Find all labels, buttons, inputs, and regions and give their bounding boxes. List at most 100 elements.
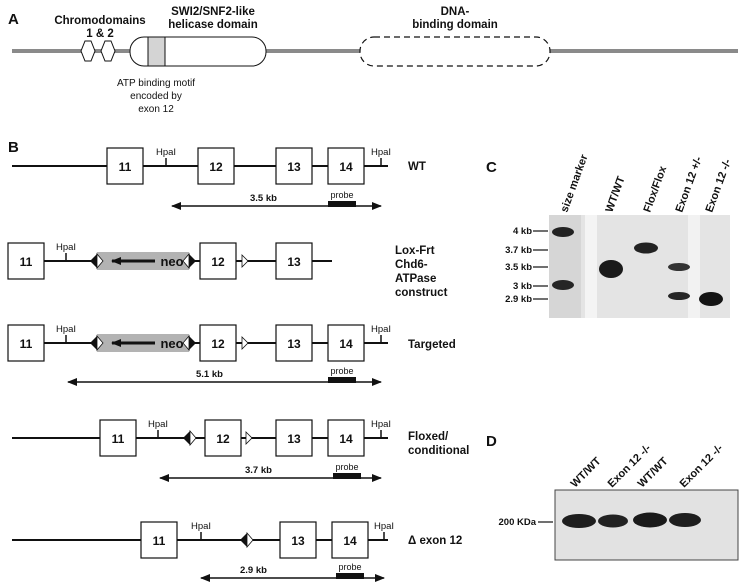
- exon-label: 11: [119, 160, 132, 174]
- hpai-site-label: HpaI: [56, 324, 76, 335]
- loxp-site: [90, 254, 97, 268]
- probe-label: probe: [338, 562, 361, 572]
- lane-label: Exon 12 -/-: [704, 157, 734, 214]
- blot-band: [599, 260, 623, 278]
- allele-floxed-label-line2: conditional: [408, 445, 469, 457]
- exon-label: 14: [343, 534, 357, 548]
- exon-label: 11: [20, 255, 33, 269]
- loxp-site: [183, 431, 190, 445]
- blot-band: [562, 514, 596, 528]
- exon-label: 14: [339, 432, 353, 446]
- allele-floxed-label-line1: Floxed/: [408, 431, 449, 443]
- exon-box: [275, 324, 313, 362]
- helicase-label-line1: SWI2/SNF2-like: [171, 6, 255, 18]
- exon-label: 14: [339, 160, 353, 174]
- allele-construct-label-line2: Chd6-: [395, 259, 428, 271]
- dna-binding-label-line1: DNA-: [441, 6, 470, 18]
- panel-d-letter: D: [486, 433, 497, 450]
- exon-box: [204, 419, 242, 457]
- blot-band: [634, 242, 658, 254]
- allele-wt: 11 12 13 14 HpaI HpaI 3.5 kb probe: [12, 147, 391, 210]
- blot-band: [668, 292, 690, 300]
- size-marker-label: 2.9 kb: [505, 294, 532, 305]
- exon-label: 14: [339, 337, 353, 351]
- fragment-size: 3.7 kb: [245, 465, 272, 476]
- lane-label: Exon 12 -/-: [678, 442, 726, 490]
- blot-band: [633, 512, 667, 528]
- loxp-site: [189, 336, 196, 350]
- panel-b-letter: B: [8, 139, 19, 156]
- exon-box: [140, 521, 178, 559]
- exon-label: 12: [211, 255, 225, 269]
- lane-label: Exon 12 +/-: [674, 155, 705, 214]
- exon-box: [7, 324, 45, 362]
- hpai-site-label: HpaI: [56, 242, 76, 253]
- probe-label: probe: [330, 366, 353, 376]
- chromodomain-label-line1: Chromodomains: [54, 15, 145, 27]
- atp-label-line2: encoded by: [130, 91, 182, 102]
- probe-bar: [328, 377, 356, 383]
- exon-box: [275, 147, 313, 185]
- exon-box: [199, 324, 237, 362]
- atp-binding-motif: [147, 36, 166, 67]
- chromodomain-label-line2: 1 & 2: [86, 28, 114, 40]
- blot-band: [699, 292, 723, 306]
- blot-band: [669, 513, 701, 527]
- hpai-site-label: HpaI: [371, 324, 391, 335]
- allele-construct-label-line3: ATPase: [395, 273, 436, 285]
- mw-marker-label: 200 KDa: [499, 517, 537, 528]
- hpai-site-label: HpaI: [156, 147, 176, 158]
- fragment-size: 2.9 kb: [240, 565, 267, 576]
- blot-band: [668, 263, 690, 271]
- frt-site: [96, 334, 104, 352]
- allele-targeted-label: Targeted: [408, 339, 456, 351]
- exon-label: 12: [216, 432, 230, 446]
- hpai-site-label: HpaI: [371, 419, 391, 430]
- dna-binding-label-line2: binding domain: [412, 19, 498, 31]
- exon-label: 12: [209, 160, 223, 174]
- lox-site: [241, 336, 249, 350]
- western-blot: [554, 489, 739, 561]
- protein-domain-diagram: [12, 36, 738, 67]
- blot-band: [552, 227, 574, 237]
- probe-label: probe: [335, 462, 358, 472]
- panel-a-letter: A: [8, 11, 19, 28]
- exon-label: 13: [287, 432, 301, 446]
- exon-label: 11: [112, 432, 125, 446]
- exon-label: 13: [287, 255, 301, 269]
- loxp-site: [240, 533, 247, 547]
- hpai-site-label: HpaI: [374, 521, 394, 532]
- allele-construct: 11 HpaI neo 12 13: [7, 242, 332, 280]
- allele-construct-label-line1: Lox-Frt: [395, 245, 435, 257]
- probe-bar: [333, 473, 361, 479]
- hpai-site-label: HpaI: [371, 147, 391, 158]
- exon-label: 13: [287, 337, 301, 351]
- exon-box: [275, 419, 313, 457]
- atp-label-line1: ATP binding motif: [117, 78, 195, 89]
- lane-label: WT/WT: [604, 175, 628, 214]
- size-marker-label: 3.5 kb: [505, 262, 532, 273]
- size-marker-label: 3.7 kb: [505, 245, 532, 256]
- exon-label: 12: [211, 337, 225, 351]
- exon-label: 13: [287, 160, 301, 174]
- probe-bar: [328, 201, 356, 207]
- panel-c-letter: C: [486, 159, 497, 176]
- size-marker-label: 4 kb: [513, 226, 532, 237]
- exon-box: [275, 242, 313, 280]
- lane-label: size marker: [559, 152, 591, 214]
- exon-label: 13: [291, 534, 305, 548]
- exon-box: [106, 147, 144, 185]
- fragment-size: 3.5 kb: [250, 193, 277, 204]
- allele-delta-exon12: 11 HpaI 13 14 HpaI 2.9 kb probe: [12, 521, 394, 582]
- neo-label: neo: [160, 254, 183, 269]
- helicase-label-line2: helicase domain: [168, 19, 257, 31]
- lox-site: [241, 254, 249, 268]
- exon-box: [7, 242, 45, 280]
- exon-box: [197, 147, 235, 185]
- exon-box: [199, 242, 237, 280]
- hpai-site-label: HpaI: [148, 419, 168, 430]
- blot-band: [552, 280, 574, 290]
- exon-box: [327, 419, 365, 457]
- allele-floxed: 11 HpaI 12 13 14 HpaI 3.7 kb probe: [12, 419, 391, 482]
